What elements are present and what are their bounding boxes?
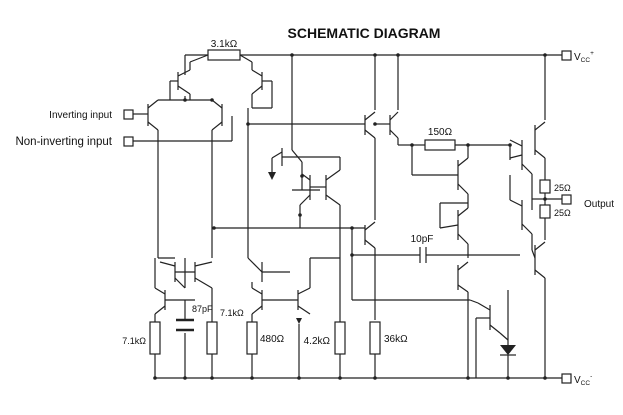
capacitor-87pf	[176, 318, 194, 332]
capacitor-10pf-label: 10pF	[411, 234, 434, 245]
mid-current-mirror	[268, 148, 341, 330]
non-inverting-input-label: Non-inverting input	[15, 136, 112, 148]
driver-stage	[214, 55, 470, 320]
resistor-25-bottom-label: 25Ω	[554, 208, 571, 218]
resistor-480-label: 480Ω	[260, 334, 285, 345]
output-label: Output	[584, 199, 614, 210]
resistor-25-bottom	[539, 204, 551, 219]
resistor-3k1	[207, 49, 241, 61]
resistor-25-top-label: 25Ω	[554, 183, 571, 193]
resistor-25-top	[539, 179, 551, 194]
capacitor-87pf-label: 87pF	[192, 304, 213, 314]
inverting-input-label: Inverting input	[49, 110, 112, 121]
vcc-minus-label: VCC-	[574, 373, 592, 387]
resistor-3k1-label: 3.1kΩ	[211, 39, 238, 50]
resistor-7k1-left	[149, 321, 161, 355]
resistor-480	[246, 321, 258, 355]
resistor-7k1-right-label: 7.1kΩ	[220, 308, 244, 318]
resistor-150	[424, 139, 456, 151]
resistor-7k1-right	[206, 321, 218, 355]
inverting-input-pin	[123, 109, 148, 120]
resistor-150-label: 150Ω	[428, 127, 453, 138]
resistor-4k2	[334, 321, 346, 355]
diagram-title: SCHEMATIC DIAGRAM	[288, 25, 441, 41]
output-stage	[411, 55, 562, 378]
resistor-36k	[369, 321, 381, 355]
bottom-current-sources	[154, 257, 516, 378]
output-pin	[561, 194, 572, 205]
vcc-minus-pin	[561, 373, 572, 384]
non-inverting-input-pin	[123, 116, 233, 147]
vcc-plus-label: VCC+	[574, 50, 594, 64]
resistor-7k1-left-label: 7.1kΩ	[122, 336, 146, 346]
vcc-plus-rail	[184, 54, 562, 75]
resistor-36k-label: 36kΩ	[384, 334, 408, 345]
resistor-4k2-label: 4.2kΩ	[304, 336, 331, 347]
capacitor-10pf	[352, 247, 520, 263]
vcc-plus-pin	[561, 50, 572, 61]
